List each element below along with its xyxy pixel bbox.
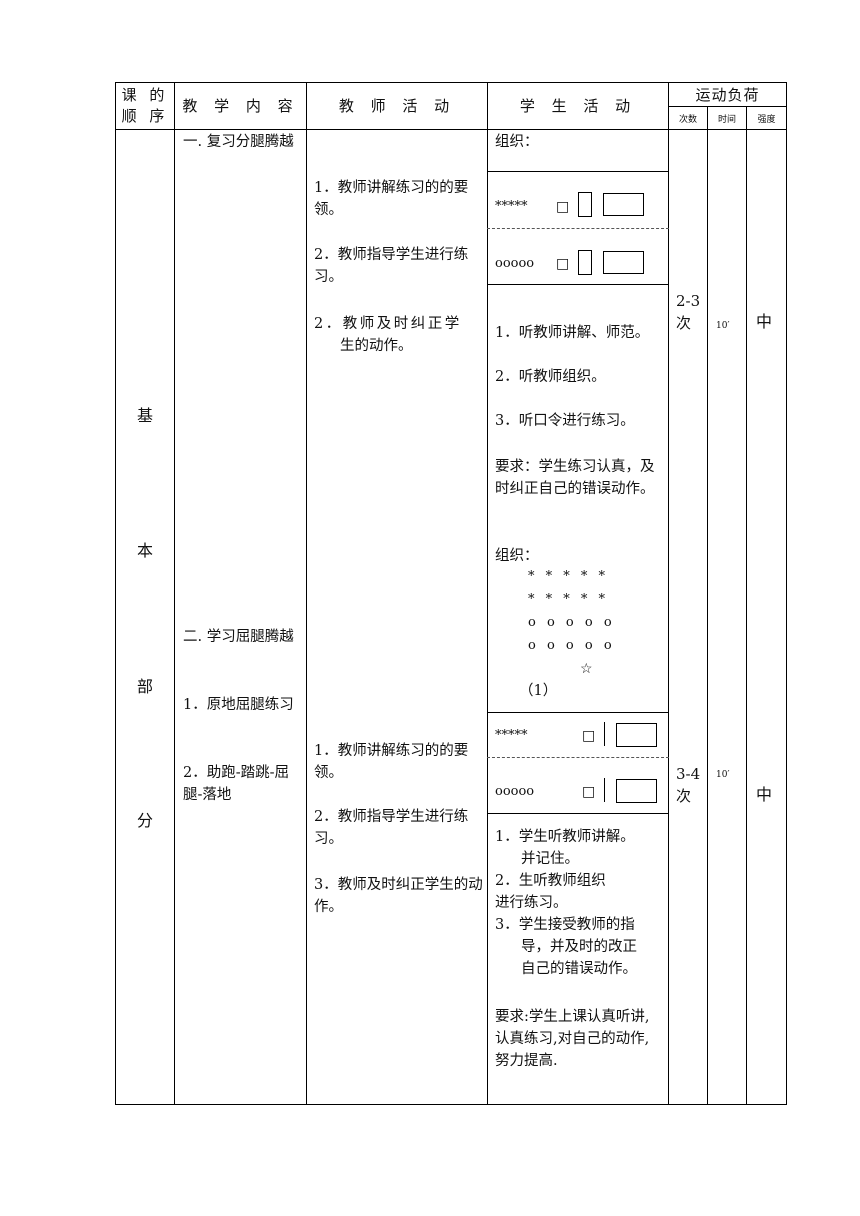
teacher-2-item-2: 2．教师指导学生进行练习。 bbox=[314, 809, 469, 847]
col-line-1 bbox=[174, 82, 175, 1105]
formation-2-caption: （1） bbox=[519, 683, 558, 699]
formation-row-stars: ***** bbox=[495, 199, 528, 214]
col-line-6 bbox=[746, 106, 747, 1105]
section-char-4: 分 bbox=[137, 811, 154, 830]
teacher-2-item-1: 1．教师讲解练习的的要领。 bbox=[314, 743, 469, 781]
header-load-intensity: 强度 bbox=[757, 115, 776, 125]
teacher-position-square-2: □ bbox=[556, 256, 570, 272]
student-2-item-3c: 自己的错误动作。 bbox=[521, 961, 637, 977]
load-count-1: 2-3 次 bbox=[676, 292, 701, 332]
student-org-2-label: 组织： bbox=[495, 548, 539, 564]
student-sep-3 bbox=[487, 712, 669, 713]
student-2-item-1b: 并记住。 bbox=[521, 851, 579, 867]
header-order-line2: 顺 序 bbox=[121, 107, 169, 125]
student-dash-2 bbox=[487, 757, 669, 758]
student-2-requirement: 要求:学生上课认真听讲,认真练习,对自己的动作,努力提高. bbox=[495, 1009, 650, 1069]
student-sep-4 bbox=[487, 813, 669, 814]
equipment-bar-2 bbox=[604, 778, 605, 802]
load-header-divider bbox=[669, 106, 787, 107]
load-time-2: 10′ bbox=[716, 770, 730, 780]
equipment-box-large-1 bbox=[603, 193, 644, 216]
header-load: 运动负荷 bbox=[695, 86, 760, 104]
load-count-2: 3-4 次 bbox=[676, 765, 701, 805]
col-line-4 bbox=[668, 82, 669, 1105]
student-dash-1 bbox=[487, 228, 669, 229]
table-bottom-border bbox=[115, 1104, 787, 1105]
teacher-2-item-3: 3．教师及时纠正学生的动作。 bbox=[314, 877, 483, 915]
teacher-position-square-1: □ bbox=[556, 199, 570, 215]
header-order-line1: 课 的 bbox=[121, 86, 169, 104]
student-sep-2 bbox=[487, 284, 669, 285]
teacher-star: ☆ bbox=[580, 661, 593, 677]
student-2-item-3a: 3．学生接受教师的指 bbox=[495, 917, 635, 933]
equipment-box-large-4 bbox=[616, 779, 657, 803]
load-time-1: 10′ bbox=[716, 321, 730, 331]
student-org-1-label: 组织： bbox=[495, 134, 539, 150]
teacher-1-item-3a: 2．教师及时纠正学 bbox=[314, 316, 462, 332]
equipment-box-large-2 bbox=[603, 251, 644, 274]
section-char-1: 基 bbox=[137, 406, 154, 425]
teacher-1-item-1: 1．教师讲解练习的的要领。 bbox=[314, 180, 469, 218]
load-intensity-1: 中 bbox=[756, 312, 773, 331]
header-load-time: 时间 bbox=[717, 115, 736, 125]
section-char-3: 部 bbox=[137, 677, 154, 696]
formation-2-row-3: o o o o o bbox=[528, 615, 612, 630]
content-item-1: 一. 复习分腿腾越 bbox=[183, 134, 294, 150]
table-top-border bbox=[115, 82, 787, 83]
formation-row-circles: ooooo bbox=[495, 256, 535, 271]
teacher-position-square-4: □ bbox=[582, 784, 596, 800]
header-bottom-border bbox=[115, 129, 787, 130]
header-load-count: 次数 bbox=[678, 115, 697, 125]
col-line-5 bbox=[707, 106, 708, 1105]
equipment-box-large-3 bbox=[616, 723, 657, 747]
teacher-1-item-3b: 生的动作。 bbox=[340, 338, 413, 354]
formation-2-row-1: * * * * * bbox=[528, 569, 606, 584]
teacher-position-square-3: □ bbox=[582, 728, 596, 744]
student-1-item-3: 3．听口令进行练习。 bbox=[495, 413, 635, 429]
student-sep-1 bbox=[487, 171, 669, 172]
content-item-2-sub-2: 2．助跑-踏跳-屈腿-落地 bbox=[183, 765, 290, 803]
equipment-bar-1 bbox=[604, 722, 605, 746]
col-line-2 bbox=[306, 82, 307, 1105]
formation-3-row-circles: ooooo bbox=[495, 784, 535, 799]
formation-2-row-2: * * * * * bbox=[528, 592, 606, 607]
student-1-requirement: 要求：学生练习认真，及时纠正自己的错误动作。 bbox=[495, 459, 655, 497]
section-char-2: 本 bbox=[137, 541, 154, 560]
student-2-item-2b: 进行练习。 bbox=[495, 895, 568, 911]
student-1-item-1: 1．听教师讲解、师范。 bbox=[495, 325, 650, 341]
formation-3-row-stars: ***** bbox=[495, 728, 528, 743]
col-line-7 bbox=[786, 82, 787, 1105]
col-line-0 bbox=[115, 82, 116, 1105]
col-line-3 bbox=[487, 82, 488, 1105]
student-2-item-2a: 2．生听教师组织 bbox=[495, 873, 606, 889]
content-item-2-sub-1: 1．原地屈腿练习 bbox=[183, 697, 294, 713]
student-1-item-2: 2．听教师组织。 bbox=[495, 369, 606, 385]
load-intensity-2: 中 bbox=[756, 785, 773, 804]
header-teacher: 教 师 活 动 bbox=[338, 97, 456, 115]
equipment-box-small-1 bbox=[578, 192, 592, 217]
formation-2-row-4: o o o o o bbox=[528, 638, 612, 653]
equipment-box-small-2 bbox=[578, 250, 592, 275]
student-2-item-1a: 1．学生听教师讲解。 bbox=[495, 829, 635, 845]
content-item-2: 二. 学习屈腿腾越 bbox=[183, 629, 294, 645]
header-student: 学 生 活 动 bbox=[519, 97, 637, 115]
student-2-item-3b: 导，并及时的改正 bbox=[521, 939, 637, 955]
header-content: 教 学 内 容 bbox=[182, 97, 299, 115]
teacher-1-item-2: 2．教师指导学生进行练习。 bbox=[314, 247, 469, 285]
